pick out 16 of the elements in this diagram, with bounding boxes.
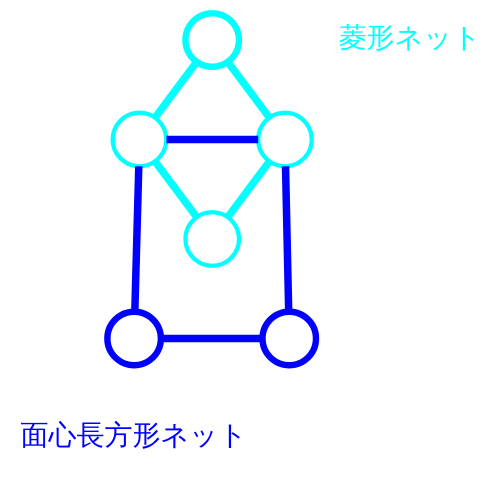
connector [152,59,200,120]
connector [166,135,258,143]
connector [224,158,272,219]
node-circle [182,10,242,70]
node-circle [183,210,242,268]
node-circle [110,110,168,168]
label: 菱形ネット [338,20,482,54]
connector [152,158,200,219]
node-circle [104,308,164,368]
label: 面心長方形ネット [20,418,248,452]
connector [282,166,292,312]
connector [161,334,262,342]
connector [225,59,272,120]
connector [131,166,143,312]
node-circle [256,110,314,168]
node-circle [259,308,320,368]
